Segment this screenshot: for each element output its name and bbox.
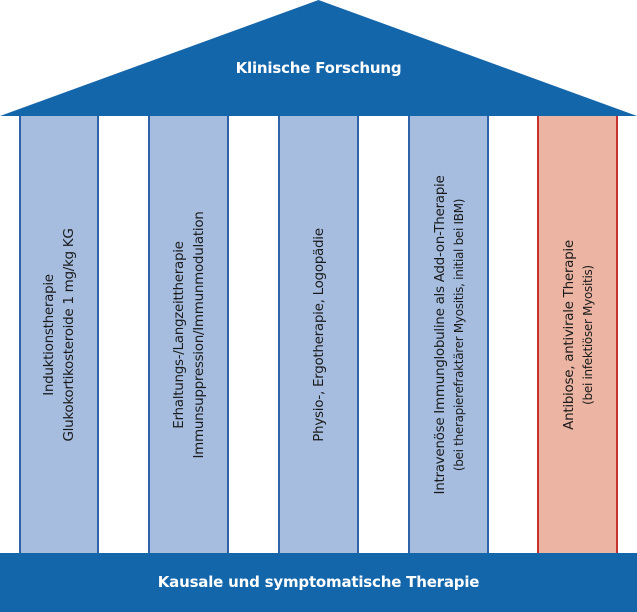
pillar-immunoglobulin-therapy: Intravenöse Immunglobuline als Add-on-Th… xyxy=(408,116,489,553)
pillar-physio-therapy: Physio-, Ergotherapie, Logopädie xyxy=(278,116,359,553)
pillar-text: Physio-, Ergotherapie, Logopädie xyxy=(309,125,329,545)
pillar-line: (bei infektiöser Myositis) xyxy=(580,264,595,405)
base-foundation: Kausale und symptomatische Therapie xyxy=(0,553,637,612)
pillar-induction-therapy: Induktionstherapie Glukokortikosteroide … xyxy=(19,116,99,553)
roof-label: Klinische Forschung xyxy=(235,59,402,77)
pillar-line: Erhaltungs-/Langzeittherapie xyxy=(170,240,187,429)
pillar-line: (bei therapierefraktärer Myositis, initi… xyxy=(451,198,466,471)
pillar-text: Erhaltungs-/Langzeittherapie Immunsuppre… xyxy=(169,125,209,545)
pillar-line: Glukokortikosteroide 1 mg/kg KG xyxy=(61,227,77,442)
base-label: Kausale und symptomatische Therapie xyxy=(157,573,480,591)
pillar-text: Antibiose, antivirale Therapie (bei infe… xyxy=(559,125,597,545)
roof-shape xyxy=(0,0,637,116)
pillar-line: Antibiose, antivirale Therapie xyxy=(560,239,577,430)
pillar-line: Intravenöse Immunglobuline als Add-on-Th… xyxy=(431,175,448,494)
pillar-maintenance-therapy: Erhaltungs-/Langzeittherapie Immunsuppre… xyxy=(148,116,229,553)
pillar-text: Induktionstherapie Glukokortikosteroide … xyxy=(39,125,79,545)
pillar-line: Physio-, Ergotherapie, Logopädie xyxy=(310,227,327,442)
pillar-text: Intravenöse Immunglobuline als Add-on-Th… xyxy=(430,125,468,545)
pillar-antibiotic-therapy: Antibiose, antivirale Therapie (bei infe… xyxy=(537,116,618,553)
pillar-line: Induktionstherapie xyxy=(41,273,57,396)
pillar-line: Immunsuppression/Immunmodulation xyxy=(190,210,207,459)
roof xyxy=(0,0,637,116)
